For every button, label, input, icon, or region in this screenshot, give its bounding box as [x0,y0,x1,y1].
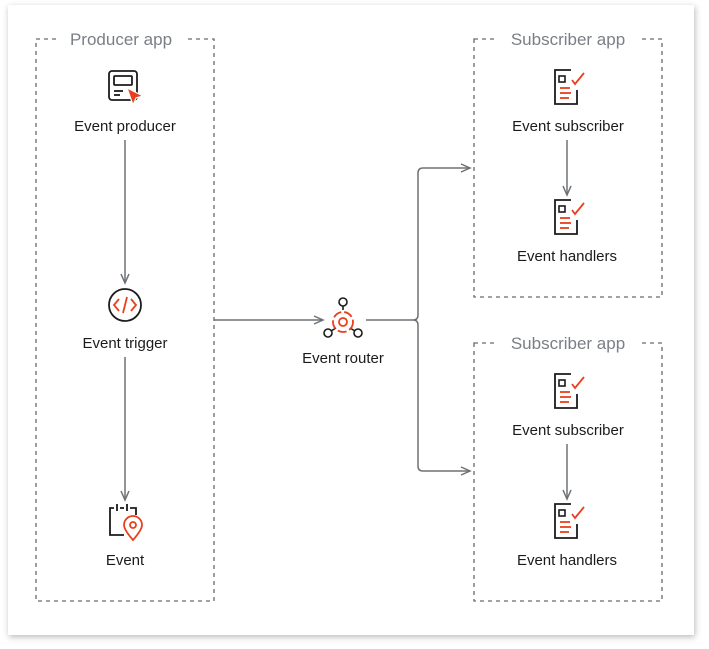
event-handlers-label-1: Event handlers [517,248,617,265]
calendar-pin-icon [109,504,143,542]
subscriber-app-group-2 [473,342,663,602]
event-router-label: Event router [302,350,384,367]
checklist-doc-icon [554,69,585,105]
event-subscriber-label-1: Event subscriber [512,118,624,135]
event-producer-label: Event producer [74,118,176,135]
router-hub-icon [323,297,363,338]
checklist-doc-icon [554,199,585,235]
checklist-doc-icon [554,503,585,539]
subscriber-app-title-2: Subscriber app [511,334,625,353]
event-trigger-label: Event trigger [82,335,167,352]
producer-app-title: Producer app [70,30,172,49]
code-circle-icon [108,288,142,322]
event-handlers-label-2: Event handlers [517,552,617,569]
event-label: Event [106,552,145,569]
event-subscriber-label-2: Event subscriber [512,422,624,439]
monitor-cursor-icon [108,70,145,107]
subscriber-app-title-1: Subscriber app [511,30,625,49]
subscriber-app-group-1 [473,38,663,298]
router-branch-connector [366,163,472,476]
checklist-doc-icon [554,373,585,409]
